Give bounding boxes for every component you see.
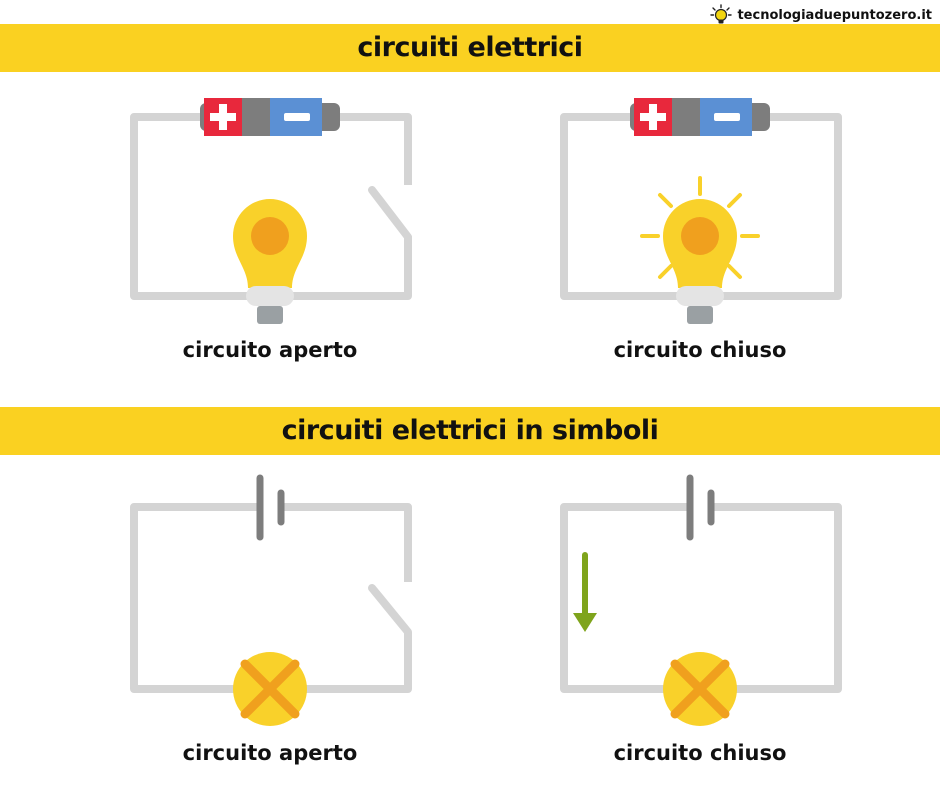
- switch-lever-open: [368, 584, 412, 636]
- wire: [332, 113, 412, 185]
- section-title-2: circuiti elettrici in simboli: [281, 415, 659, 446]
- brand-site-name: tecnologiaduepuntozero.it: [737, 7, 932, 23]
- wire: [560, 503, 690, 693]
- bulb-socket: [676, 286, 724, 306]
- wire: [711, 503, 842, 693]
- switch-lever-open: [368, 186, 412, 241]
- battery-icon: [630, 98, 770, 136]
- caption-open-circuit-symbol: circuito aperto: [182, 741, 358, 765]
- wire: [130, 113, 260, 300]
- wire: [560, 113, 690, 300]
- brand: tecnologiaduepuntozero.it: [710, 4, 932, 26]
- open-circuit-illustration: [130, 98, 412, 324]
- lamp-symbol-icon: [663, 652, 737, 726]
- bulb-socket: [246, 286, 294, 306]
- closed-circuit-symbol: [560, 474, 842, 726]
- wire: [305, 632, 412, 693]
- section-title-1: circuiti elettrici: [357, 32, 583, 63]
- caption-open-circuit: circuito aperto: [182, 338, 358, 362]
- wire: [722, 113, 842, 300]
- lamp-symbol-icon: [233, 652, 307, 726]
- caption-closed-circuit-symbol: circuito chiuso: [613, 741, 787, 765]
- current-arrow-icon: [573, 552, 597, 632]
- closed-circuit-illustration: [560, 98, 842, 324]
- lightbulb-icon: [710, 4, 733, 24]
- wire: [281, 503, 412, 582]
- battery-icon: [200, 98, 340, 136]
- light-rays-icon: [640, 176, 760, 279]
- caption-closed-circuit: circuito chiuso: [613, 338, 787, 362]
- section-band-1: [0, 24, 940, 72]
- open-circuit-symbol: [130, 474, 412, 726]
- wire: [292, 237, 412, 300]
- section-band-2: [0, 407, 940, 455]
- wire: [130, 503, 260, 693]
